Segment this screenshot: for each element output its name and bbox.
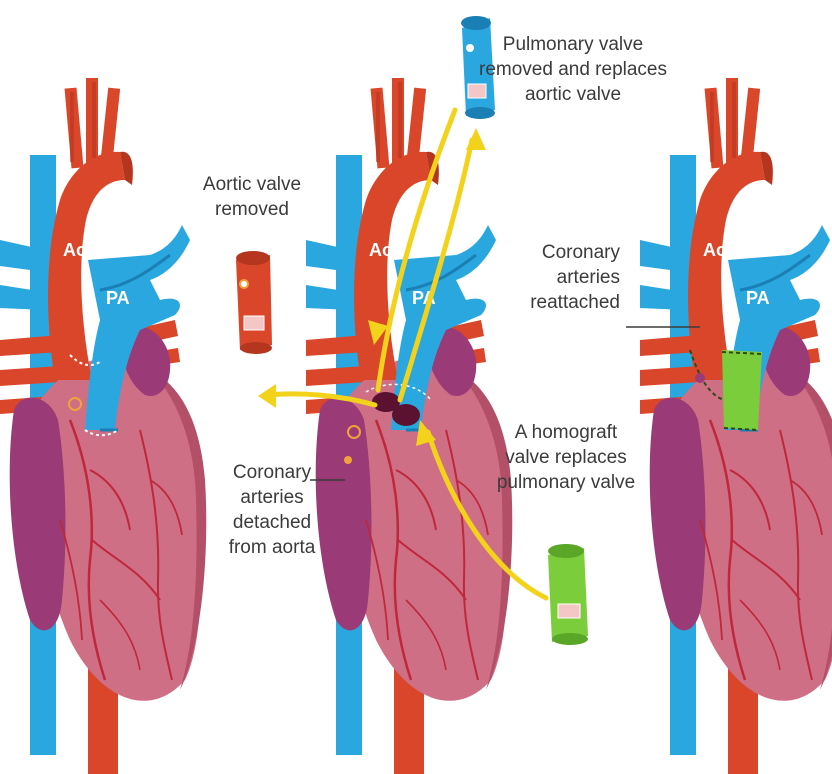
svg-text:Aortic valve: Aortic valve	[203, 174, 301, 195]
svg-text:Pulmonary valve: Pulmonary valve	[503, 34, 643, 55]
coronary-reattached-label: Coronary arteries reattached	[530, 242, 620, 313]
coronary-detached-label: Coronary arteries detached from aorta	[229, 462, 316, 558]
svg-text:Coronary: Coronary	[542, 242, 621, 263]
svg-text:removed: removed	[215, 199, 289, 220]
panel-normal-heart: Ao PA	[0, 78, 206, 774]
panel-reconstructed-heart: Ao PA	[640, 78, 832, 774]
svg-text:from aorta: from aorta	[229, 537, 316, 558]
svg-text:A homograft: A homograft	[515, 422, 618, 443]
aortic-valve-removed-icon	[236, 251, 272, 354]
svg-text:valve replaces: valve replaces	[505, 447, 626, 468]
svg-text:reattached: reattached	[530, 292, 620, 313]
svg-text:detached: detached	[233, 512, 311, 533]
svg-text:arteries: arteries	[240, 487, 303, 508]
svg-text:removed and replaces: removed and replaces	[479, 59, 667, 80]
aorta-label-middle: Ao	[369, 240, 393, 260]
aortic-valve-removed-label: Aortic valve removed	[203, 174, 301, 220]
aorta-label: Ao	[63, 240, 87, 260]
svg-text:aortic valve: aortic valve	[525, 84, 621, 105]
panel-valve-exchange: Ao PA	[306, 78, 512, 774]
pulmonary-artery-label-right: PA	[746, 288, 770, 308]
aorta-label-right: Ao	[703, 240, 727, 260]
pulmonary-artery-label: PA	[106, 288, 130, 308]
svg-text:pulmonary valve: pulmonary valve	[497, 472, 635, 493]
svg-text:Coronary: Coronary	[233, 462, 312, 483]
homograft-label: A homograft valve replaces pulmonary val…	[497, 422, 635, 493]
homograft-valve-icon	[548, 544, 588, 645]
pulmonary-valve-removed-label: Pulmonary valve removed and replaces aor…	[479, 34, 667, 105]
svg-text:arteries: arteries	[557, 267, 620, 288]
